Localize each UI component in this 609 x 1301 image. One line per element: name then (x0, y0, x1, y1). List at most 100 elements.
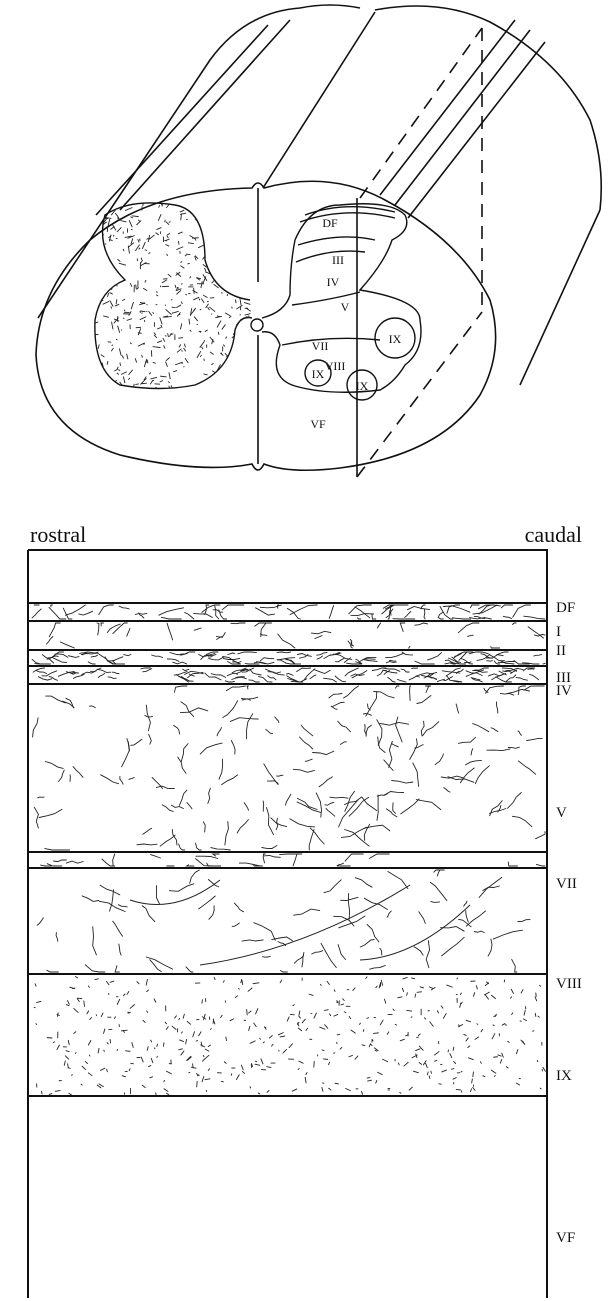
fiber-fragment (185, 613, 194, 619)
fiber-fragment (447, 985, 453, 987)
fiber-fragment (493, 1025, 494, 1026)
fiber-fragment (438, 617, 443, 619)
fiber-fragment (263, 801, 264, 811)
fiber-fragment (222, 605, 244, 610)
fiber-fragment (450, 1054, 452, 1058)
fiber-fragment (34, 807, 38, 828)
fiber-fragment (203, 822, 205, 832)
fiber-fragment (237, 820, 248, 833)
label-lamina-vii: VII (312, 339, 329, 353)
fiber-fragment (442, 937, 465, 956)
fiber-fragment (88, 1041, 90, 1045)
gray-matter-fiber (225, 313, 230, 316)
gray-matter-fiber (144, 360, 146, 367)
gray-matter-fiber (98, 282, 100, 286)
fiber-fragment (114, 1017, 115, 1019)
fiber-fragment (55, 654, 68, 657)
gray-matter-fiber (217, 321, 221, 328)
fiber-fragment (151, 1040, 152, 1042)
fiber-fragment (141, 668, 151, 669)
fiber-fragment (213, 610, 223, 613)
fiber-fragment (107, 1043, 108, 1044)
gray-matter-fiber (247, 382, 248, 384)
fiber-fragment (117, 999, 119, 1004)
fiber-fragment (501, 605, 512, 608)
fiber-fragment (327, 981, 329, 984)
gray-matter-fiber (114, 369, 117, 371)
gray-matter-fiber (138, 328, 140, 335)
fiber-fragment (202, 1077, 204, 1082)
gray-matter-fiber (231, 393, 233, 398)
lamina-boundary-4 (296, 251, 365, 262)
fiber-fragment (416, 800, 441, 810)
fiber-fragment (110, 890, 114, 911)
gray-matter-fiber (252, 249, 253, 250)
gray-matter-fiber (104, 396, 109, 402)
fiber-fragment (355, 1056, 358, 1059)
fiber-fragment (181, 1051, 184, 1055)
fiber-fragment (45, 849, 70, 850)
fiber-fragment (180, 1040, 184, 1042)
fiber-fragment (419, 912, 426, 924)
fiber-fragment (41, 1091, 42, 1094)
fiber-fragment (202, 605, 220, 612)
fiber-fragment (293, 1005, 294, 1006)
fiber-fragment (87, 1011, 89, 1014)
fiber-fragment (513, 623, 517, 625)
fiber-fragment (52, 657, 67, 662)
fiber-fragment (326, 808, 335, 816)
gray-matter-fiber (115, 274, 117, 280)
fiber-fragment (108, 677, 116, 679)
fiber-fragment (358, 618, 361, 619)
gray-matter-fiber (116, 299, 117, 304)
fiber-fragment (197, 1081, 198, 1087)
fiber-fragment (466, 911, 485, 926)
gray-matter-fiber (245, 248, 248, 251)
fiber-fragment (390, 661, 396, 662)
fiber-fragment (314, 670, 330, 674)
fiber-fragment (107, 1069, 108, 1072)
gray-matter-fiber (229, 316, 231, 317)
gray-matter-fiber (117, 367, 118, 369)
lamina-texture-iv (33, 668, 539, 682)
lamina-fiber-textures (32, 605, 545, 1096)
gray-matter-fiber (145, 280, 146, 282)
fiber-fragment (435, 754, 443, 765)
gray-matter-fiber (210, 352, 214, 355)
gray-matter-fiber (241, 225, 243, 230)
gray-matter-fiber (180, 323, 181, 329)
fiber-fragment (93, 927, 97, 955)
gray-matter-fiber (117, 227, 121, 232)
fiber-fragment (540, 985, 541, 986)
fiber-fragment (388, 677, 395, 682)
fiber-fragment (248, 988, 252, 991)
gray-matter-fiber (232, 253, 235, 254)
fiber-fragment (338, 721, 351, 732)
fiber-fragment (32, 659, 44, 664)
gray-matter-fiber (184, 344, 185, 348)
fiber-fragment (466, 1020, 470, 1021)
fiber-fragment (524, 686, 544, 690)
gray-matter-fiber (158, 214, 161, 221)
dorsal-root-fold-1 (96, 25, 268, 215)
fiber-fragment (378, 623, 381, 628)
gray-matter-fiber (248, 357, 249, 362)
fiber-fragment (395, 686, 399, 688)
gray-matter-fiber (194, 288, 195, 294)
fiber-fragment (150, 1077, 153, 1078)
fiber-fragment (396, 717, 403, 742)
gray-matter-fiber (100, 384, 102, 387)
fiber-fragment (179, 844, 185, 850)
gray-matter-fiber (146, 393, 150, 396)
gray-matter-fiber (101, 378, 107, 380)
long-axon (130, 880, 220, 905)
fiber-fragment (485, 992, 490, 995)
gray-matter-fiber (167, 233, 170, 235)
gray-matter-fiber (165, 244, 169, 246)
gray-matter-fiber (122, 355, 124, 358)
fiber-fragment (459, 737, 476, 743)
fiber-fragment (294, 909, 320, 915)
fiber-fragment (411, 1017, 412, 1018)
gray-matter-fiber (216, 247, 218, 248)
fiber-fragment (528, 627, 543, 638)
